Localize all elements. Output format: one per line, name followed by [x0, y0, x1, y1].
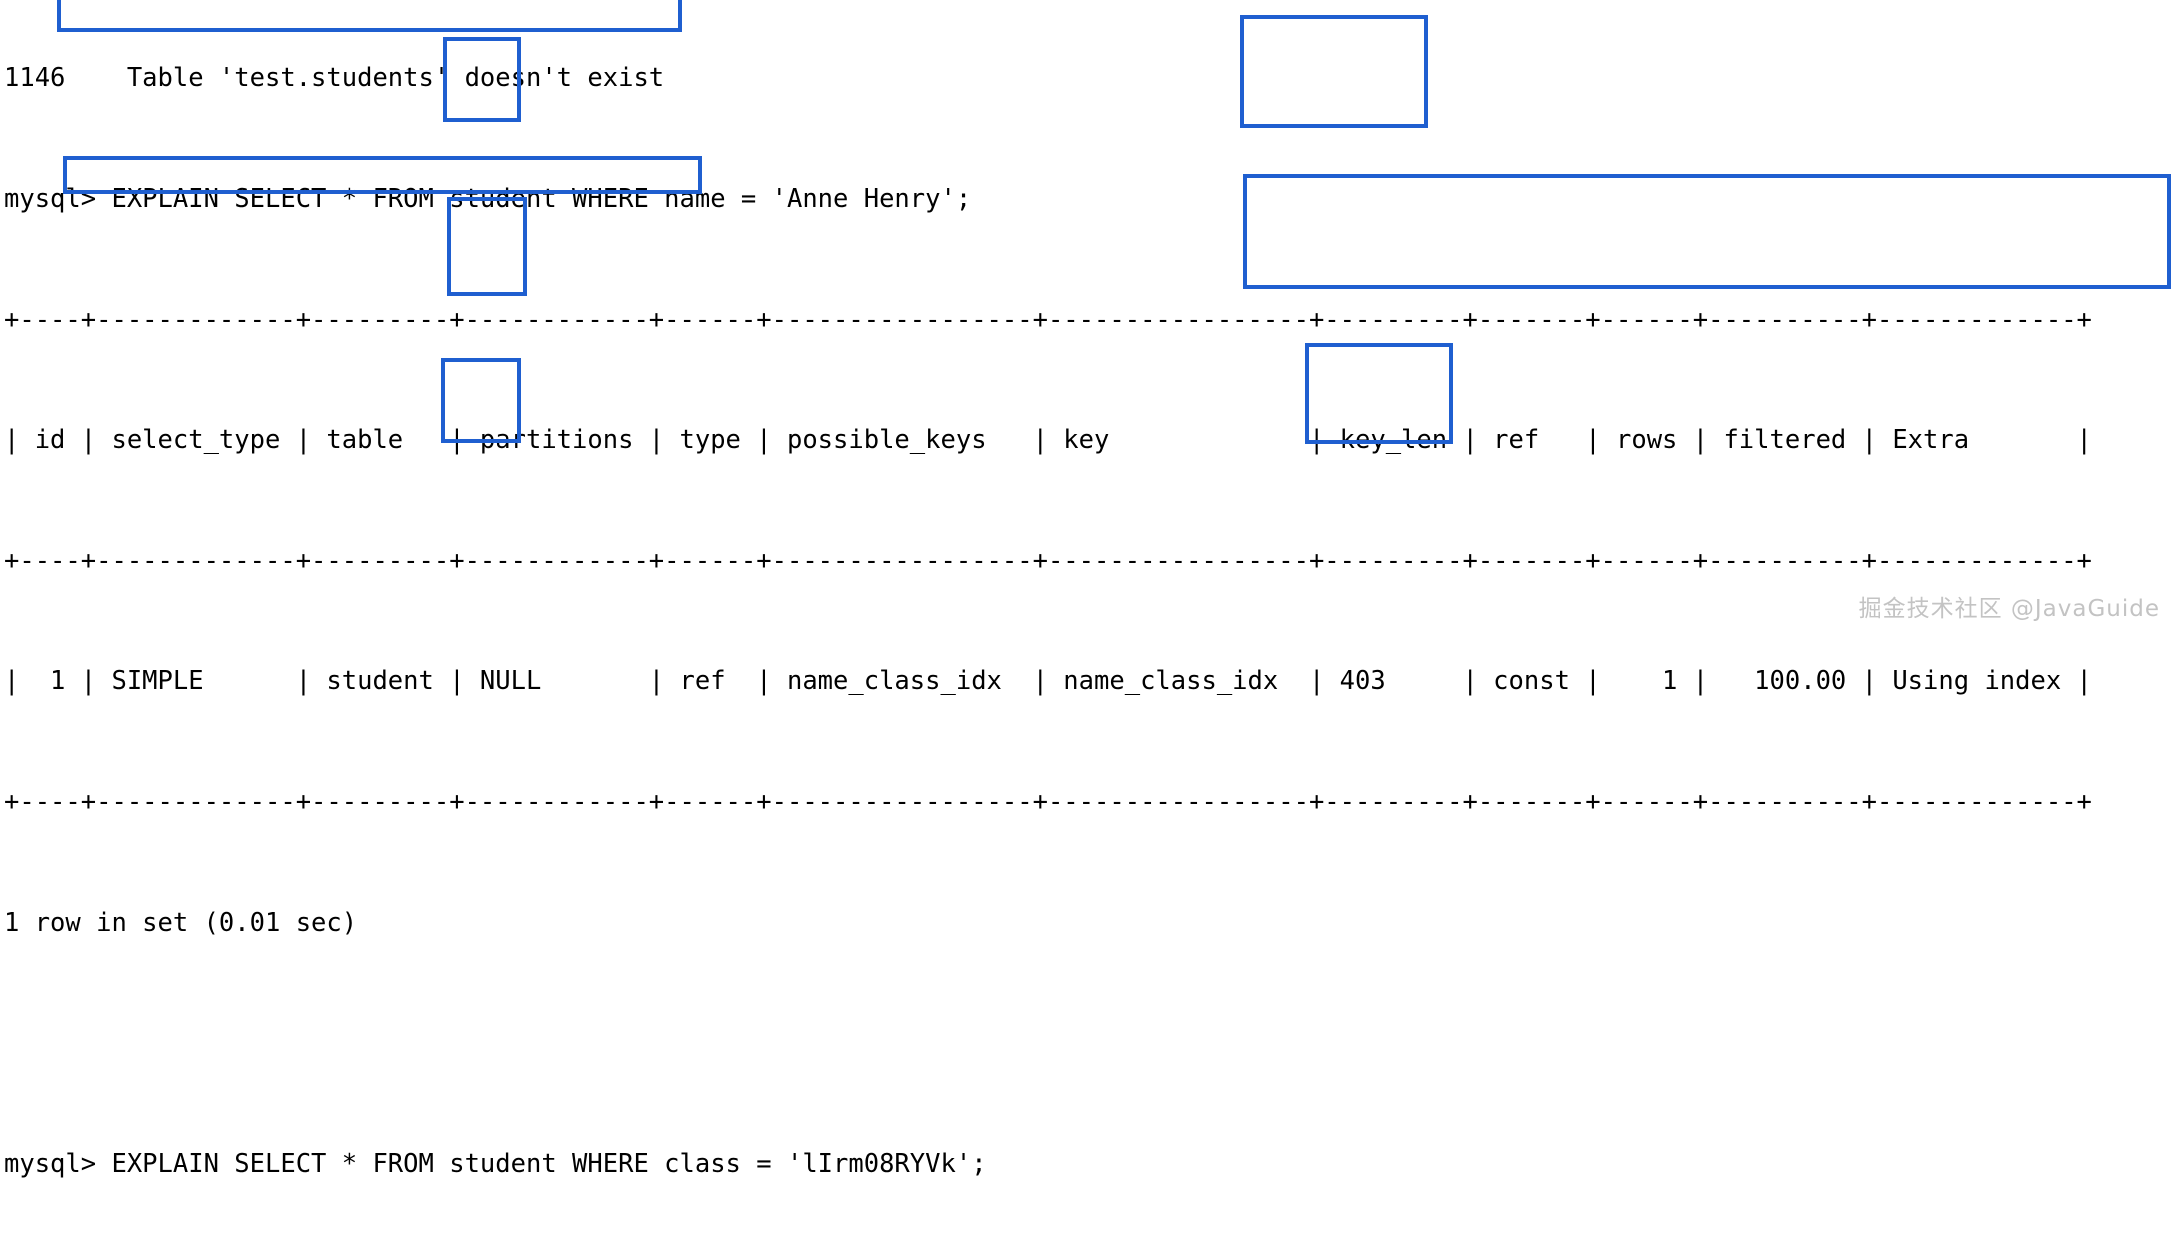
console-line-query-2: mysql> EXPLAIN SELECT * FROM student WHE…	[4, 1148, 987, 1179]
console-output: 1146 Table 'test.students' doesn't exist…	[4, 0, 2172, 1256]
console-line: +----+-------------+---------+----------…	[4, 545, 2092, 576]
console-line-header-1: | id | select_type | table | partitions …	[4, 425, 2092, 456]
console-line-status-1: 1 row in set (0.01 sec)	[4, 907, 358, 938]
console-line-row-1: | 1 | SIMPLE | student | NULL | ref | na…	[4, 666, 2092, 697]
console-line-query-1: mysql> EXPLAIN SELECT * FROM student WHE…	[4, 184, 972, 214]
console-line-blank	[4, 1023, 2172, 1063]
watermark: 掘金技术社区 @JavaGuide	[1858, 596, 2160, 622]
mysql-terminal[interactable]: 1146 Table 'test.students' doesn't exist…	[0, 0, 2172, 1179]
console-line: 1146 Table 'test.students' doesn't exist	[4, 63, 665, 94]
console-line: +----+-------------+---------+----------…	[4, 786, 2092, 817]
console-line: +----+-------------+---------+----------…	[4, 304, 2092, 335]
